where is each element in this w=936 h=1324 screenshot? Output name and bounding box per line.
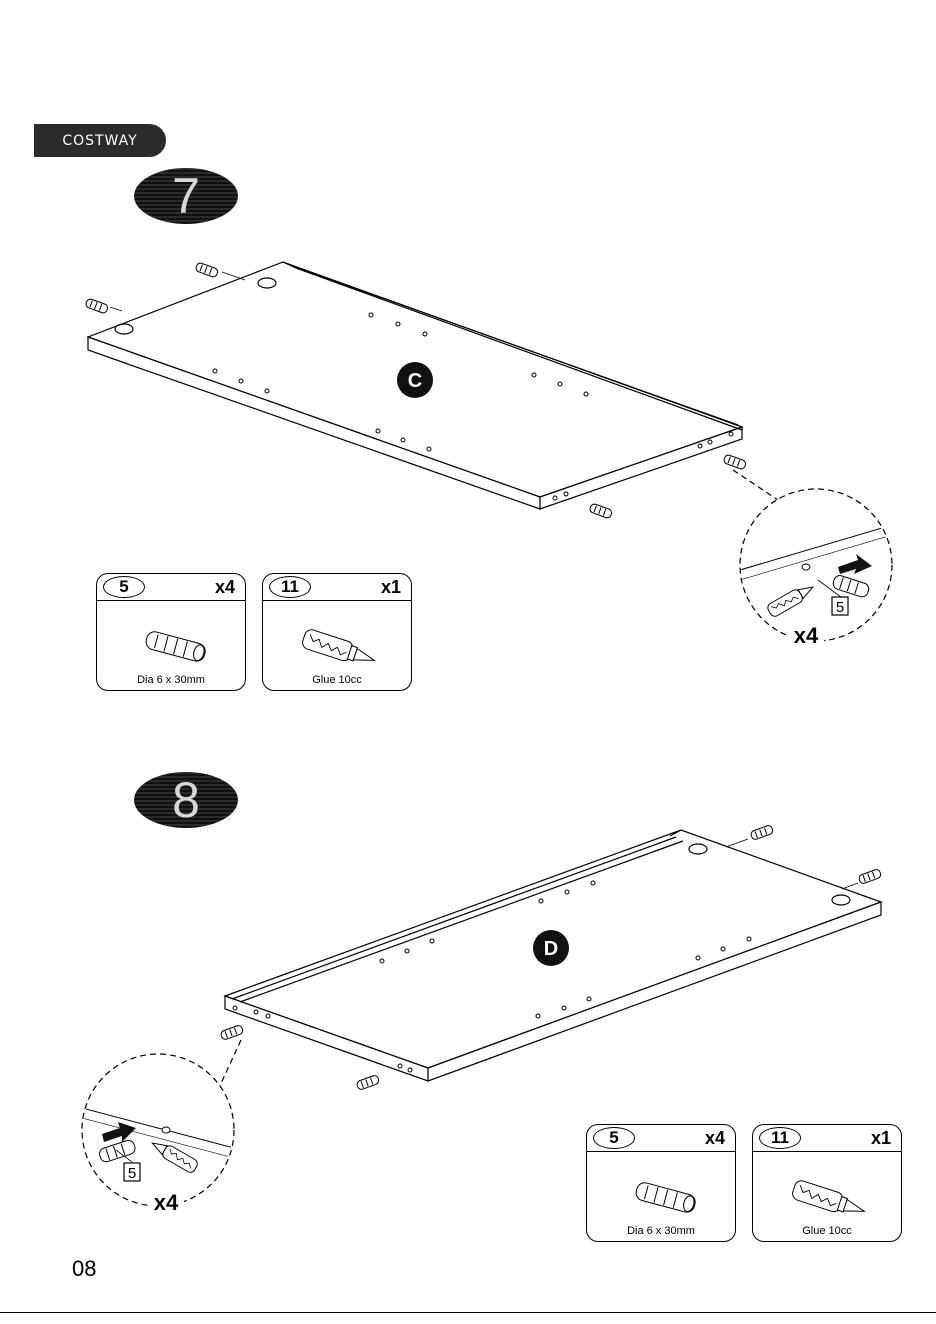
panel-label-c: C bbox=[408, 370, 422, 392]
brand-logo: COSTWAY bbox=[34, 124, 166, 157]
part-number: 5 bbox=[593, 1127, 635, 1149]
step-7-badge: 7 bbox=[134, 168, 238, 224]
dowel-icon bbox=[587, 1151, 737, 1221]
part-box-glue: 11 x1 Glue 10cc bbox=[752, 1124, 902, 1242]
part-quantity: x1 bbox=[871, 1128, 891, 1149]
part-number: 11 bbox=[269, 576, 311, 598]
detail-quantity: x4 bbox=[794, 623, 819, 648]
part-box-dowel: 5 x4 Dia 6 x 30mm bbox=[586, 1124, 736, 1242]
part-number: 11 bbox=[759, 1127, 801, 1149]
detail-part-number: 5 bbox=[836, 599, 844, 616]
part-number: 5 bbox=[103, 576, 145, 598]
dowel-icon bbox=[97, 600, 247, 670]
glue-bottle-icon bbox=[263, 600, 413, 670]
part-box-glue: 11 x1 Glue 10cc bbox=[262, 573, 412, 691]
part-caption: Glue 10cc bbox=[263, 674, 411, 686]
part-caption: Dia 6 x 30mm bbox=[97, 674, 245, 686]
detail-magnifier bbox=[82, 1054, 234, 1206]
part-quantity: x1 bbox=[381, 577, 401, 598]
detail-quantity: x4 bbox=[154, 1190, 179, 1215]
part-caption: Dia 6 x 30mm bbox=[587, 1225, 735, 1237]
footer-rule bbox=[0, 1312, 936, 1313]
part-quantity: x4 bbox=[215, 577, 235, 598]
part-quantity: x4 bbox=[705, 1128, 725, 1149]
page-number: 08 bbox=[72, 1256, 96, 1282]
panel-label-d: D bbox=[544, 938, 558, 960]
part-caption: Glue 10cc bbox=[753, 1225, 901, 1237]
part-box-dowel: 5 x4 Dia 6 x 30mm bbox=[96, 573, 246, 691]
glue-bottle-icon bbox=[753, 1151, 903, 1221]
detail-part-number: 5 bbox=[128, 1165, 136, 1182]
